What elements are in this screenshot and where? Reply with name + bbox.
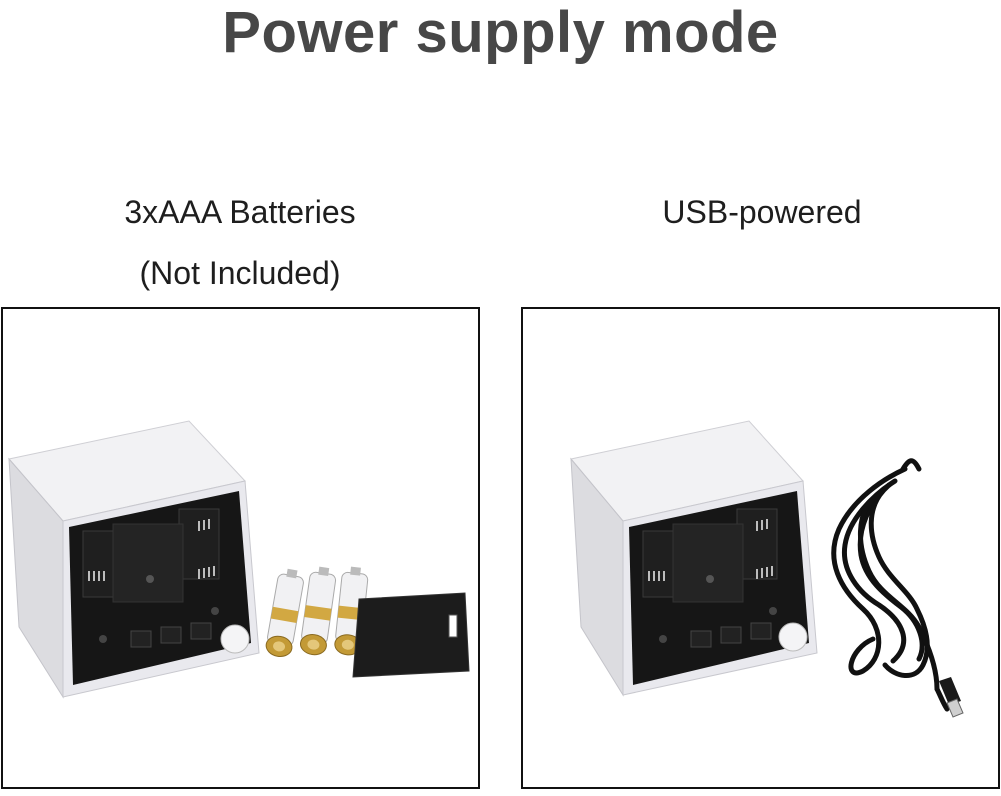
usb-option-panel — [521, 307, 1000, 789]
battery-cover-icon — [352, 592, 470, 678]
battery-option-panel — [1, 307, 480, 789]
usb-option-label: USB-powered — [662, 194, 862, 230]
usb-cable-icon — [831, 458, 950, 712]
battery-option-label: 3xAAA Batteries — [124, 194, 356, 230]
usb-option-caption: USB-powered — [552, 193, 972, 231]
usb-plug-icon — [939, 677, 964, 718]
alarm-clock-cube-back-icon — [8, 420, 260, 699]
battery-option-caption: 3xAAA Batteries (Not Included) — [30, 193, 450, 292]
aaa-battery-icon — [265, 566, 369, 657]
page-title: Power supply mode — [222, 0, 779, 65]
usb-illustration — [570, 420, 964, 718]
battery-option-note: (Not Included) — [139, 255, 341, 291]
battery-illustration — [8, 420, 470, 699]
alarm-clock-cube-back-icon — [570, 420, 818, 697]
